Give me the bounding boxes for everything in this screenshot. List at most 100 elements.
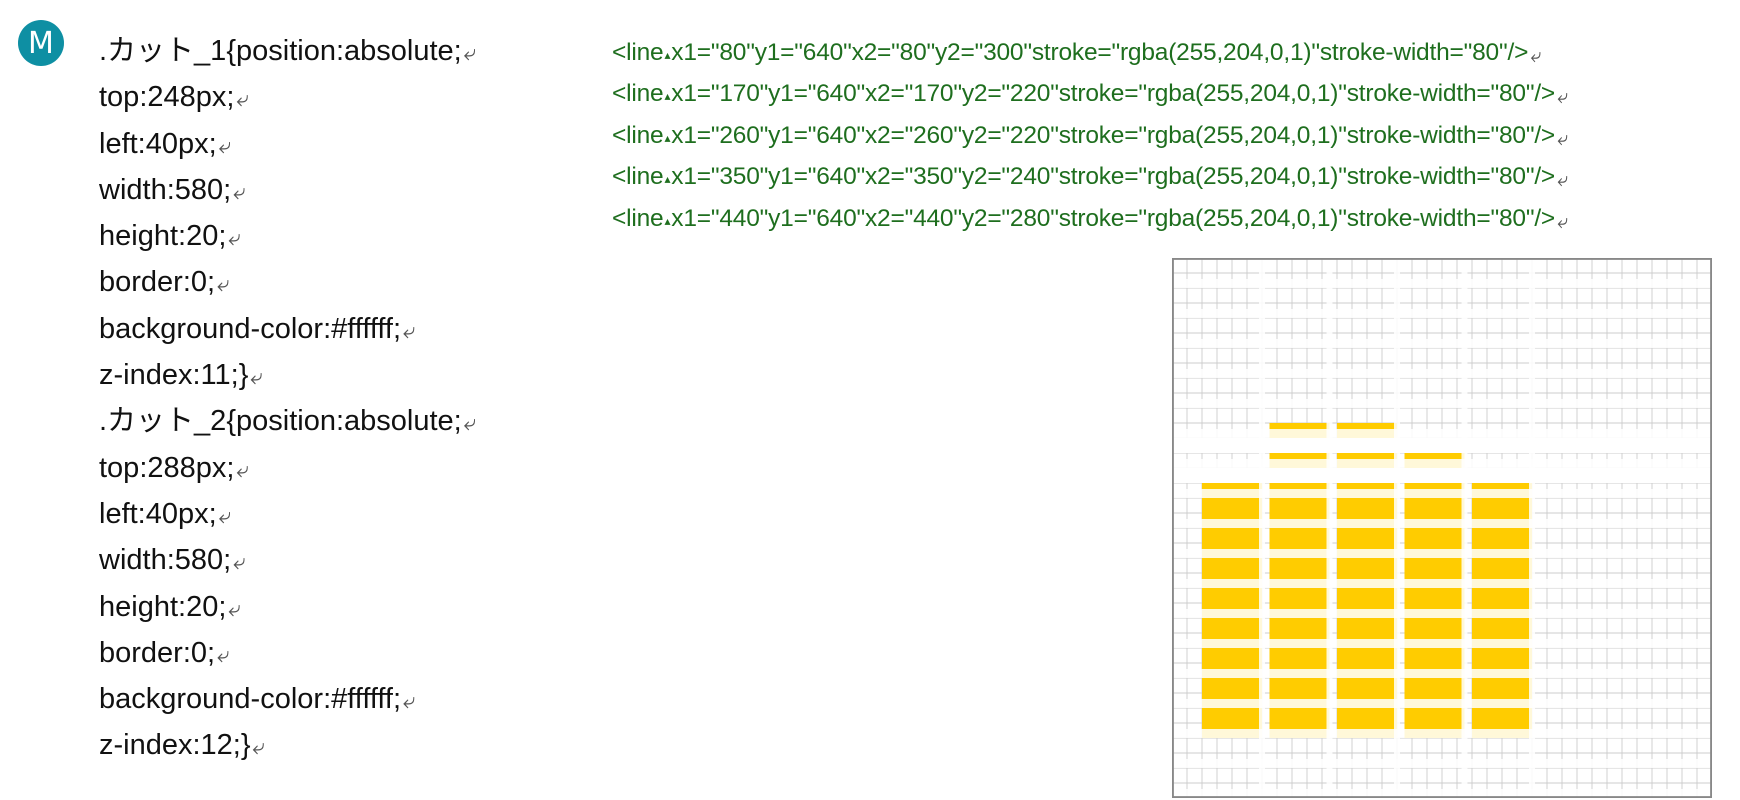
return-icon: ⤶: [217, 272, 230, 298]
css-code-text: border:0;: [99, 636, 216, 669]
return-icon: ⤶: [233, 179, 246, 205]
css-code-line: background-color:#ffffff;⤶: [99, 676, 476, 722]
css-code-line: left:40px;⤶: [99, 121, 476, 167]
svg-code-tag: <line: [612, 121, 664, 149]
return-icon: ⤶: [218, 133, 232, 159]
css-code-text: top:288px;: [99, 451, 235, 484]
return-icon: ⤶: [236, 457, 249, 483]
space-marker-icon: ▴: [664, 89, 671, 104]
cut-band-2: [1172, 468, 1712, 483]
stripe-gap: [1172, 789, 1712, 798]
stripe-gap: [1172, 399, 1712, 408]
css-code-text: height:20;: [99, 220, 227, 253]
bar-gap: [1529, 258, 1535, 798]
css-code-text: left:40px;: [99, 497, 217, 530]
css-code-line: .カット_1{position:absolute;⤶: [99, 28, 476, 74]
svg-code-attrs: x1="350"y1="640"x2="350"y2="240"stroke="…: [671, 163, 1556, 191]
svg-code-attrs: x1="170"y1="640"x2="170"y2="220"stroke="…: [671, 80, 1556, 108]
svg-code-attrs: x1="260"y1="640"x2="260"y2="220"stroke="…: [671, 121, 1556, 149]
css-code-line: height:20;⤶: [99, 584, 476, 630]
css-code-line: background-color:#ffffff;⤶: [99, 306, 476, 352]
stripe-gap: [1172, 369, 1712, 378]
return-icon: ⤶: [250, 365, 263, 391]
user-avatar: M: [18, 20, 64, 66]
css-code-text: z-index:11;}: [99, 359, 249, 392]
css-code-text: background-color:#ffffff;: [99, 312, 402, 345]
css-code-line: border:0;⤶: [99, 630, 476, 676]
svg-code-tag: <line: [612, 163, 664, 191]
stripe-gap: [1172, 279, 1712, 288]
return-icon: ⤶: [252, 735, 265, 761]
bar-chart-svg: [1172, 258, 1712, 798]
css-code-line: width:580;⤶: [99, 167, 476, 213]
stripe-gap: [1172, 549, 1712, 558]
return-icon: ⤶: [217, 642, 230, 668]
css-code-line: height:20;⤶: [99, 213, 476, 259]
space-marker-icon: ▴: [664, 130, 671, 145]
stripe-gap: [1172, 699, 1712, 708]
css-code-block: .カット_1{position:absolute;⤶top:248px;⤶lef…: [99, 28, 476, 769]
return-icon: ⤶: [1557, 208, 1569, 233]
space-marker-icon: ▴: [664, 172, 671, 187]
stripe-gap: [1172, 729, 1712, 738]
svg-code-tag: <line: [612, 80, 664, 108]
svg-code-line: <line▴x1="170"y1="640"x2="170"y2="220"st…: [612, 73, 1568, 114]
space-marker-icon: ▴: [664, 213, 671, 228]
bar-gap: [1326, 258, 1333, 798]
chart-border: [1172, 258, 1712, 798]
css-code-text: .カット_2{position:absolute;: [99, 405, 462, 438]
stripe-gap: [1172, 459, 1712, 468]
css-code-line: border:0;⤶: [99, 259, 476, 305]
stripe-gap: [1172, 339, 1712, 348]
return-icon: ⤶: [228, 226, 241, 252]
space-marker-icon: ▴: [664, 48, 671, 62]
stripe-gap: [1172, 309, 1712, 318]
svg-code-line: <line▴x1="350"y1="640"x2="350"y2="240"st…: [612, 156, 1568, 197]
return-icon: ⤶: [236, 87, 249, 113]
svg-code-line: <line▴x1="440"y1="640"x2="440"y2="280"st…: [612, 198, 1568, 239]
svg-code-attrs: x1="440"y1="640"x2="440"y2="280"stroke="…: [671, 204, 1556, 232]
svg-code-line: <line▴x1="80"y1="640"x2="80"y2="300"stro…: [612, 32, 1568, 73]
css-code-line: z-index:11;}⤶: [99, 352, 476, 398]
avatar-letter: M: [28, 25, 54, 61]
stripe-gap: [1172, 489, 1712, 498]
css-code-line: width:580;⤶: [99, 537, 476, 583]
return-icon: ⤶: [233, 550, 246, 576]
return-icon: ⤶: [463, 41, 477, 66]
css-code-line: .カット_2{position:absolute;⤶: [99, 398, 476, 444]
css-code-text: top:248px;: [99, 81, 235, 114]
css-code-text: background-color:#ffffff;: [99, 683, 402, 716]
return-icon: ⤶: [1557, 167, 1569, 192]
stripe-gap: [1172, 669, 1712, 678]
bar-gap: [1394, 258, 1400, 798]
css-code-line: top:288px;⤶: [99, 445, 476, 491]
css-code-line: top:248px;⤶: [99, 74, 476, 120]
css-code-text: left:40px;: [99, 127, 217, 160]
return-icon: ⤶: [1530, 43, 1542, 67]
return-icon: ⤶: [1557, 84, 1569, 109]
stripe-gap: [1172, 759, 1712, 768]
stripe-gap: [1172, 429, 1712, 438]
stripe-gap: [1172, 579, 1712, 588]
cut-band-1: [1172, 438, 1712, 453]
svg-code-tag: <line: [612, 204, 664, 232]
return-icon: ⤶: [403, 318, 416, 344]
css-code-text: width:580;: [99, 544, 232, 577]
css-code-line: z-index:12;}⤶: [99, 722, 476, 768]
css-code-line: left:40px;⤶: [99, 491, 476, 537]
return-icon: ⤶: [218, 503, 232, 529]
bar-gap: [1461, 258, 1468, 798]
return-icon: ⤶: [1557, 125, 1569, 150]
return-icon: ⤶: [228, 596, 241, 622]
svg-code-line: <line▴x1="260"y1="640"x2="260"y2="220"st…: [612, 115, 1568, 156]
bar-gap: [1259, 258, 1265, 798]
css-code-text: width:580;: [99, 173, 232, 206]
stripe-gap: [1172, 609, 1712, 618]
css-code-text: border:0;: [99, 266, 216, 299]
css-code-text: .カット_1{position:absolute;: [99, 35, 462, 67]
css-code-text: z-index:12;}: [99, 729, 251, 762]
svg-code-block: <line▴x1="80"y1="640"x2="80"y2="300"stro…: [612, 32, 1568, 239]
return-icon: ⤶: [403, 689, 416, 715]
css-code-text: height:20;: [99, 590, 227, 623]
svg-code-attrs: x1="80"y1="640"x2="80"y2="300"stroke="rg…: [671, 39, 1529, 66]
